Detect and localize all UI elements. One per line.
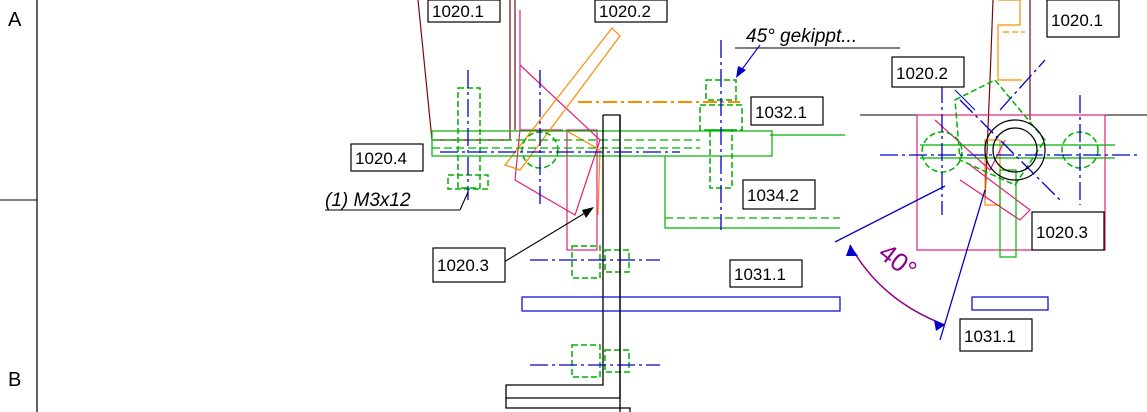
screw-lower-2 <box>571 344 630 378</box>
callout-left-1020-2: 1020.2 <box>594 0 668 23</box>
callout-right-1020-3: 1020.3 <box>1031 211 1105 251</box>
callout-right-1020-2: 1020.2 <box>891 56 965 88</box>
note-screw: (1) M3x12 <box>325 190 411 211</box>
leader-lines <box>325 44 976 263</box>
flat-bar-1031-1-right <box>971 296 1049 311</box>
callout-right-1031-1-label: 1031.1 <box>964 327 1016 346</box>
callout-left-1032-1: 1032.1 <box>750 96 824 126</box>
callout-right-1031-1: 1031.1 <box>959 318 1033 352</box>
shaft-left <box>431 130 845 229</box>
callout-right-1020-2-label: 1020.2 <box>896 64 948 83</box>
callout-left-1034-2: 1034.2 <box>742 179 816 210</box>
callout-left-1020-4: 1020.4 <box>350 143 424 172</box>
callout-right-1020-1: 1020.1 <box>1046 0 1120 38</box>
callout-left-1020-1-label: 1020.1 <box>432 2 484 21</box>
callout-left-1031-1-label: 1031.1 <box>734 265 786 284</box>
screw-1020-4 <box>447 87 559 190</box>
angle-dimension <box>834 185 986 341</box>
callout-right-1020-3-label: 1020.3 <box>1036 223 1088 242</box>
callout-left-1034-2-label: 1034.2 <box>747 186 799 205</box>
callout-left-1020-1: 1020.1 <box>427 0 501 23</box>
callout-right-1020-1-label: 1020.1 <box>1051 11 1103 30</box>
flat-bar-1031-1 <box>521 296 841 312</box>
callout-left-1020-3: 1020.3 <box>432 247 506 283</box>
note-tilt: 45° gekippt... <box>746 26 857 47</box>
callout-left-1031-1: 1031.1 <box>729 259 803 288</box>
drawing-frame <box>0 0 38 412</box>
centerlines-left <box>440 40 722 366</box>
callout-left-1032-1-label: 1032.1 <box>755 103 807 122</box>
plate-1020-3-right <box>916 114 1106 251</box>
part-orange-left <box>504 27 740 216</box>
angle-label: 40° <box>873 237 922 285</box>
angle-bracket-1031 <box>505 114 631 412</box>
callout-left-1020-2-label: 1020.2 <box>599 2 651 21</box>
part-1020-2-left <box>514 10 601 251</box>
screws-right-hidden <box>921 79 1099 186</box>
callout-left-1020-3-label: 1020.3 <box>437 256 489 275</box>
centerlines-right <box>880 59 1140 215</box>
zone-label-a: A <box>8 9 22 31</box>
zone-label-b: B <box>8 369 21 391</box>
bearing-right <box>984 119 1046 181</box>
screw-lower-1 <box>571 245 630 279</box>
callout-left-1020-4-label: 1020.4 <box>355 149 407 168</box>
